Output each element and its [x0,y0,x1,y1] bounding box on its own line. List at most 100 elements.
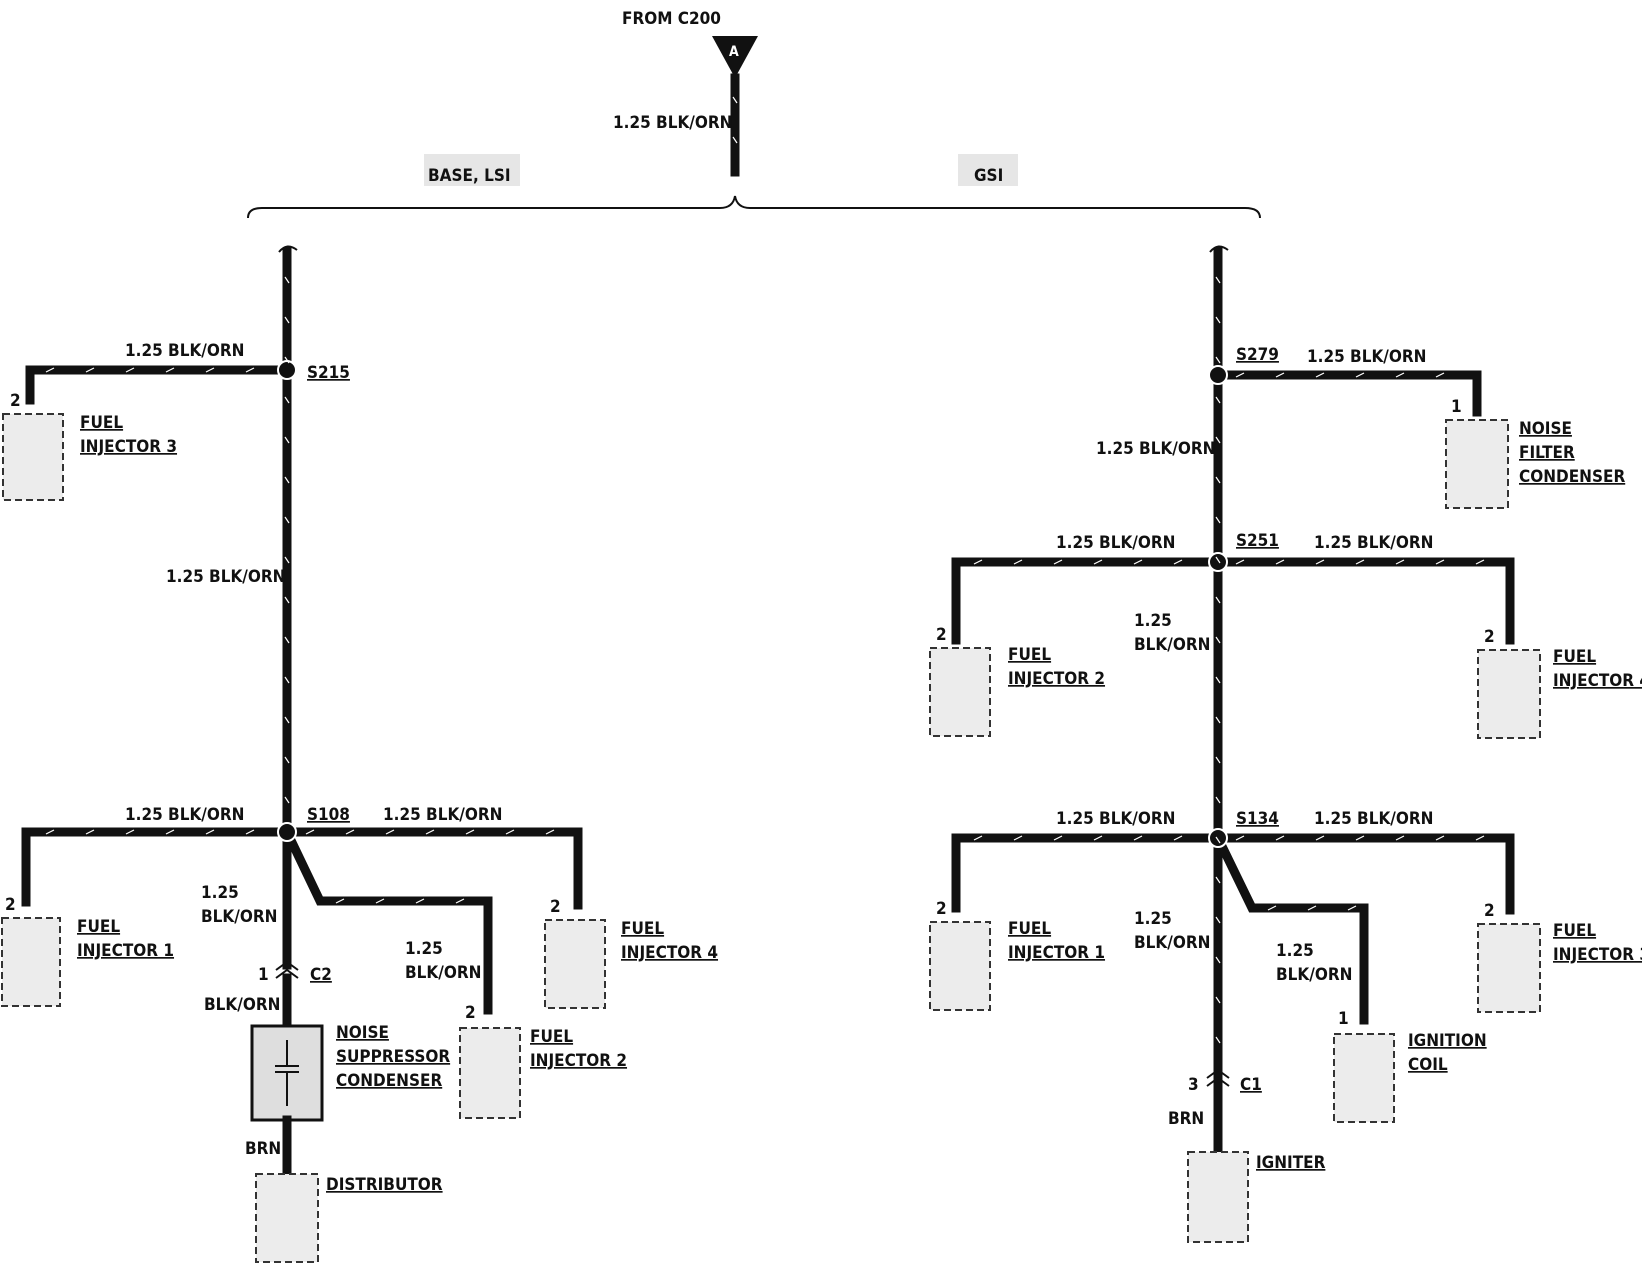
wire-hash-mark [1173,559,1183,565]
ignition-coil-box [1333,1033,1395,1123]
wire-hash-mark [455,898,465,904]
c1-label: C1 [1240,1075,1262,1095]
c1-wire-label: BRN [1168,1109,1204,1129]
wire-hash-mark [284,596,290,604]
distributor-box [255,1173,319,1263]
s279-label: S279 [1236,345,1279,365]
condenser-name-1: NOISE [336,1023,389,1043]
right-fuel-injector-4-name: FUEL [1553,647,1596,667]
left-injector4-pin: 2 [550,897,561,917]
wire-hash-mark [1133,835,1143,841]
wire-hash-mark [284,476,290,484]
c2-connector-bottom [275,968,299,979]
wire-hash-mark [1215,476,1221,484]
left-trunk-wire-label: 1.25 BLK/ORN [166,567,285,587]
ignition-coil-name-1: IGNITION [1408,1031,1487,1051]
left-injector2-pin: 2 [465,1003,476,1023]
noise-filter-name-1: NOISE [1519,419,1572,439]
s134-diag-label-1: 1.25 [1276,941,1314,961]
c2-wire-label: BLK/ORN [204,995,280,1015]
wire-hash-mark [284,556,290,564]
left-fuel-injector-2-name2: INJECTOR 2 [530,1051,627,1071]
wire-hash-mark [284,636,290,644]
s134-diag-label-2: BLK/ORN [1276,965,1352,985]
s108-right-wire [282,827,583,910]
wire-hash-mark [335,898,345,904]
condenser-symbol-icon [275,1040,299,1106]
wire-hash-mark [1395,559,1405,565]
wire-hash-mark [284,276,290,284]
wire-hash-mark [1395,372,1405,378]
variant-brace [247,195,1261,219]
s279-branch-wire [1213,370,1482,417]
s134-down-label-2: BLK/ORN [1134,933,1210,953]
wire-hash-mark [1475,835,1485,841]
right-fuel-injector-3-box [1477,923,1541,1013]
wire-hash-mark [284,436,290,444]
c2-pin: 1 [258,965,269,985]
wire-hash-mark [1215,396,1221,404]
left-fuel-injector-4-name2: INJECTOR 4 [621,943,718,963]
right-injector1-pin: 2 [936,899,947,919]
wire-hash-mark [284,756,290,764]
s108-left-wire-label: 1.25 BLK/ORN [125,805,244,825]
s251-left-wire [951,557,1223,645]
wire-hash-mark [1315,559,1325,565]
wire-hash-mark [1275,372,1285,378]
wire-hash-mark [1355,835,1365,841]
wire-hash-mark [1235,372,1245,378]
injector3-pin: 2 [10,391,21,411]
right-fuel-injector-1-name2: INJECTOR 1 [1008,943,1105,963]
s134-splice [1208,828,1228,848]
wire-hash-mark [1475,559,1485,565]
wire-hash-mark [1235,559,1245,565]
left-trunk-break [278,245,298,253]
c1-pin: 3 [1188,1075,1199,1095]
wire-hash-mark [1347,905,1357,911]
s251-left-wire-label: 1.25 BLK/ORN [1056,533,1175,553]
wire-hash-mark [284,516,290,524]
from-c200-label: FROM C200 [622,9,721,29]
wire-hash-mark [1215,596,1221,604]
s251-splice [1208,552,1228,572]
wire-hash-mark [284,716,290,724]
wire-hash-mark [732,96,738,104]
wire-hash-mark [1215,636,1221,644]
ignition-coil-name-2: COIL [1408,1055,1448,1075]
noise-filter-pin: 1 [1451,397,1462,417]
s108-diag-label-1: 1.25 [405,939,443,959]
s134-left-wire [951,833,1223,913]
s215-branch-wire [25,365,292,405]
wire-hash-mark [45,829,55,835]
wire-hash-mark [1053,559,1063,565]
noise-filter-condenser-box [1445,419,1509,509]
wire-hash-mark [205,829,215,835]
wire-hash-mark [1215,516,1221,524]
wire-hash-mark [1435,835,1445,841]
wire-hash-mark [1215,876,1221,884]
connector-a-letter: A [729,44,739,60]
right-fuel-injector-1-name: FUEL [1008,919,1051,939]
wire-hash-mark [1215,556,1221,564]
right-injector3-pin: 2 [1484,901,1495,921]
wire-hash-mark [284,396,290,404]
wire-hash-mark [425,829,435,835]
wire-hash-mark [1215,1036,1221,1044]
wire-hash-marks [45,96,1485,1044]
wire-hash-mark [1215,436,1221,444]
wire-hash-mark [465,829,475,835]
wire-hash-mark [1395,835,1405,841]
s251-right-wire [1213,557,1515,645]
left-fuel-injector-1-name: FUEL [77,917,120,937]
wire-hash-mark [245,367,255,373]
right-fuel-injector-3-name: FUEL [1553,921,1596,941]
right-trunk-break [1209,245,1229,253]
distributor-name: DISTRIBUTOR [326,1175,443,1195]
wire-hash-mark [1053,835,1063,841]
s108-diag-label-2: BLK/ORN [405,963,481,983]
wire-hash-mark [415,898,425,904]
s251-label: S251 [1236,531,1279,551]
wire-hash-mark [505,829,515,835]
wire-hash-mark [1215,716,1221,724]
